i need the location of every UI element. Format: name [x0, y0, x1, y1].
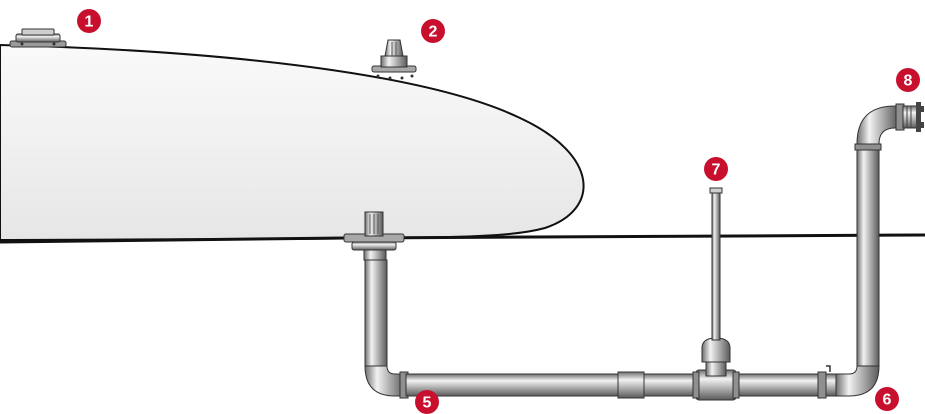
marker-7: 7	[704, 157, 728, 181]
marker-8-label: 8	[904, 73, 913, 90]
tee-fitting	[692, 337, 740, 401]
pipe-up	[856, 147, 880, 367]
elbow-bottom-left	[364, 365, 406, 397]
standpipe	[711, 191, 721, 341]
top-hatch-fitting	[9, 28, 67, 48]
marker-2-label: 2	[429, 24, 438, 41]
pipe-down	[364, 259, 388, 367]
elbow-top-right	[856, 105, 899, 145]
tank-body	[0, 43, 585, 242]
marker-1: 1	[77, 9, 101, 33]
marker-6-label: 6	[883, 392, 892, 409]
marker-2: 2	[421, 19, 445, 43]
top-vent-valve	[371, 39, 417, 80]
bottom-outlet-fitting	[343, 211, 405, 261]
marker-7-label: 7	[712, 162, 721, 179]
marker-5: 5	[415, 390, 439, 414]
end-coupling	[895, 102, 924, 132]
pipe-coupling	[617, 371, 645, 399]
marker-5-label: 5	[423, 395, 432, 412]
elbow-bottom-right	[835, 365, 880, 397]
marker-8: 8	[896, 68, 920, 92]
marker-1-label: 1	[85, 14, 94, 31]
marker-6: 6	[875, 387, 899, 411]
